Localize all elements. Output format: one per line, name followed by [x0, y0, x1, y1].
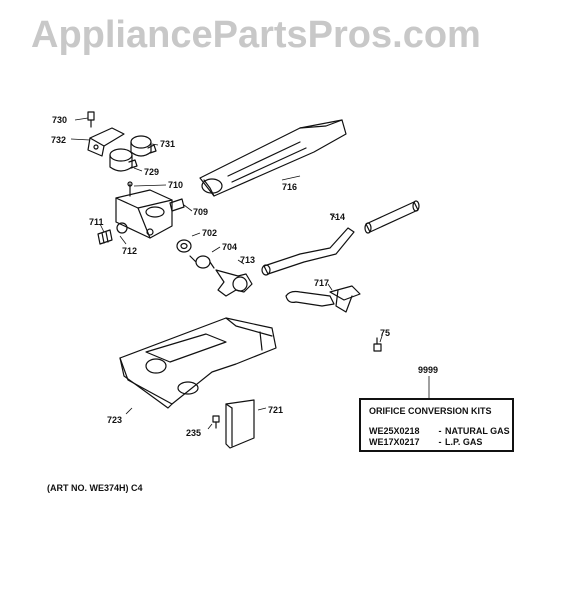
part-711-fitting — [97, 229, 113, 245]
callout-721: 721 — [268, 405, 283, 415]
callout-716: 716 — [282, 182, 297, 192]
callout-712: 712 — [122, 246, 137, 256]
part-730-screw — [87, 111, 95, 128]
callout-713: 713 — [240, 255, 255, 265]
callout-723: 723 — [107, 415, 122, 425]
part-702-washer — [176, 239, 192, 253]
part-714-tube — [261, 200, 420, 276]
kit-row-lp-gas: WE17X0217 -L.P. GAS — [369, 437, 482, 447]
art-number: (ART NO. WE374H) C4 — [47, 483, 143, 493]
kit-row-natural-gas: WE25X0218 -NATURAL GAS — [369, 426, 510, 436]
callout-75: 75 — [380, 328, 390, 338]
kit-box-title: ORIFICE CONVERSION KITS — [369, 406, 492, 416]
callout-732: 732 — [51, 135, 66, 145]
callout-702: 702 — [202, 228, 217, 238]
part-731-coil — [130, 135, 157, 157]
part-75-screw — [373, 337, 382, 352]
callout-731: 731 — [160, 139, 175, 149]
part-710-pin — [127, 181, 133, 197]
part-729-coil — [109, 148, 138, 172]
part-713-elbow — [215, 269, 253, 297]
callout-235: 235 — [186, 428, 201, 438]
callout-717: 717 — [314, 278, 329, 288]
kit-label: L.P. GAS — [445, 437, 483, 447]
kit-separator: - — [438, 426, 442, 436]
kit-label: NATURAL GAS — [445, 426, 510, 436]
part-723-bracket — [119, 317, 277, 409]
leader-lines — [70, 117, 430, 430]
callout-704: 704 — [222, 242, 237, 252]
callout-714: 714 — [330, 212, 345, 222]
part-235-screw — [212, 415, 220, 429]
part-704-orifice — [189, 255, 215, 269]
kit-code: WE25X0218 — [369, 426, 420, 436]
part-709-plug — [169, 198, 185, 212]
callout-709: 709 — [193, 207, 208, 217]
callout-710: 710 — [168, 180, 183, 190]
kit-separator: - — [438, 437, 442, 447]
part-732-bracket — [87, 127, 125, 157]
callout-729: 729 — [144, 167, 159, 177]
watermark: AppliancePartsPros.com — [31, 14, 481, 56]
part-716-burner — [199, 119, 347, 197]
orifice-conversion-kits-box: ORIFICE CONVERSION KITS WE25X0218 -NATURA… — [359, 398, 514, 452]
callout-9999: 9999 — [418, 365, 438, 375]
part-721-shield — [225, 399, 255, 449]
callout-711: 711 — [89, 217, 104, 227]
part-712-gas-valve — [115, 189, 173, 239]
callout-730: 730 — [52, 115, 67, 125]
part-717-igniter — [285, 285, 361, 313]
kit-code: WE17X0217 — [369, 437, 420, 447]
